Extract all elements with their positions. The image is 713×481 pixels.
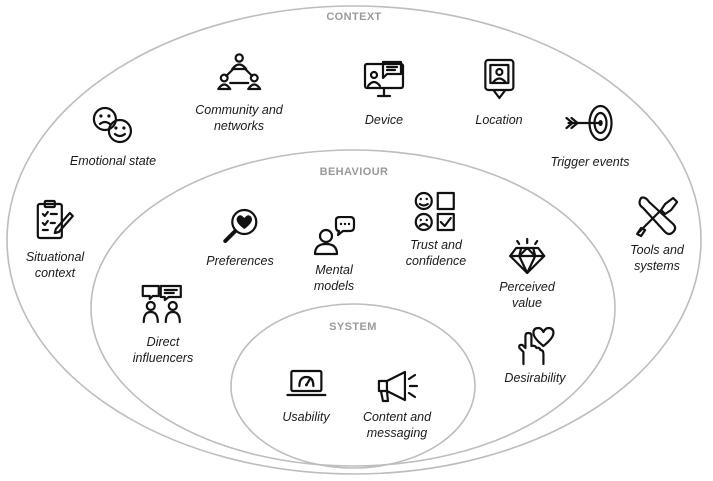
node-trigger-events: Trigger events <box>550 104 630 170</box>
location-label: Location <box>475 113 523 127</box>
node-community-networks: Community and networks <box>195 52 283 134</box>
people-chat-icon <box>141 284 183 324</box>
tools-icon <box>635 196 679 238</box>
node-mental-models: Mental models <box>312 216 356 294</box>
context-ring-title: CONTEXT <box>326 11 382 23</box>
diamond-icon <box>508 237 546 275</box>
situational-label-line2: context <box>34 266 76 280</box>
node-usability: Usability <box>282 369 330 425</box>
mental-label-line1: Mental <box>315 263 353 277</box>
direct-label-line2: influencers <box>132 351 194 365</box>
clipboard-checklist-icon <box>36 199 75 240</box>
system-ring <box>230 303 476 469</box>
tools-label-line2: systems <box>634 259 680 273</box>
system-ring-title: SYSTEM <box>329 321 377 333</box>
content-label-line2: messaging <box>366 426 428 440</box>
trigger-events-label: Trigger events <box>550 155 630 169</box>
megaphone-icon <box>377 370 419 403</box>
person-thought-icon <box>313 216 356 256</box>
behaviour-ring-title: BEHAVIOUR <box>319 166 389 178</box>
node-direct-influencers: Direct influencers <box>133 284 193 366</box>
node-content-messaging: Content and messaging <box>363 369 431 441</box>
context-ring <box>6 5 702 475</box>
tools-label-line1: Tools and <box>630 243 684 257</box>
monitor-chat-icon <box>363 60 405 98</box>
node-trust-confidence: Trust and confidence <box>406 191 466 269</box>
node-situational-context: Situational context <box>26 199 84 281</box>
usability-label: Usability <box>282 410 330 424</box>
location-pin-icon <box>483 58 515 100</box>
behaviour-ring <box>90 149 616 467</box>
node-location: Location <box>475 58 523 128</box>
desirability-label: Desirability <box>504 371 566 385</box>
emoji-checkbox-icon <box>414 191 456 232</box>
target-arrow-icon <box>565 104 614 142</box>
content-label-line1: Content and <box>362 410 432 424</box>
community-network-icon <box>216 53 261 91</box>
community-label-line2: networks <box>213 119 265 133</box>
emotional-state-label: Emotional state <box>69 154 157 168</box>
laptop-gauge-icon <box>286 369 326 397</box>
emotion-faces-icon <box>92 106 133 144</box>
trust-label-line2: confidence <box>405 254 467 268</box>
mental-label-line2: models <box>313 279 355 293</box>
device-label: Device <box>364 113 404 127</box>
community-label-line1: Community and <box>195 103 283 117</box>
node-emotional-state: Emotional state <box>70 105 156 169</box>
situational-label-line1: Situational <box>25 250 85 264</box>
perceived-label-line2: value <box>512 296 542 310</box>
direct-label-line1: Direct <box>146 335 180 349</box>
hand-heart-icon <box>517 326 555 366</box>
preferences-label: Preferences <box>206 254 274 268</box>
trust-label-line1: Trust and <box>410 238 462 252</box>
node-device: Device <box>363 60 405 128</box>
heart-magnifier-icon <box>223 208 258 243</box>
node-desirability: Desirability <box>504 326 566 386</box>
node-perceived-value: Perceived value <box>499 237 555 311</box>
node-preferences: Preferences <box>206 207 274 269</box>
perceived-label-line1: Perceived <box>499 280 555 294</box>
node-tools-systems: Tools and systems <box>630 194 684 274</box>
